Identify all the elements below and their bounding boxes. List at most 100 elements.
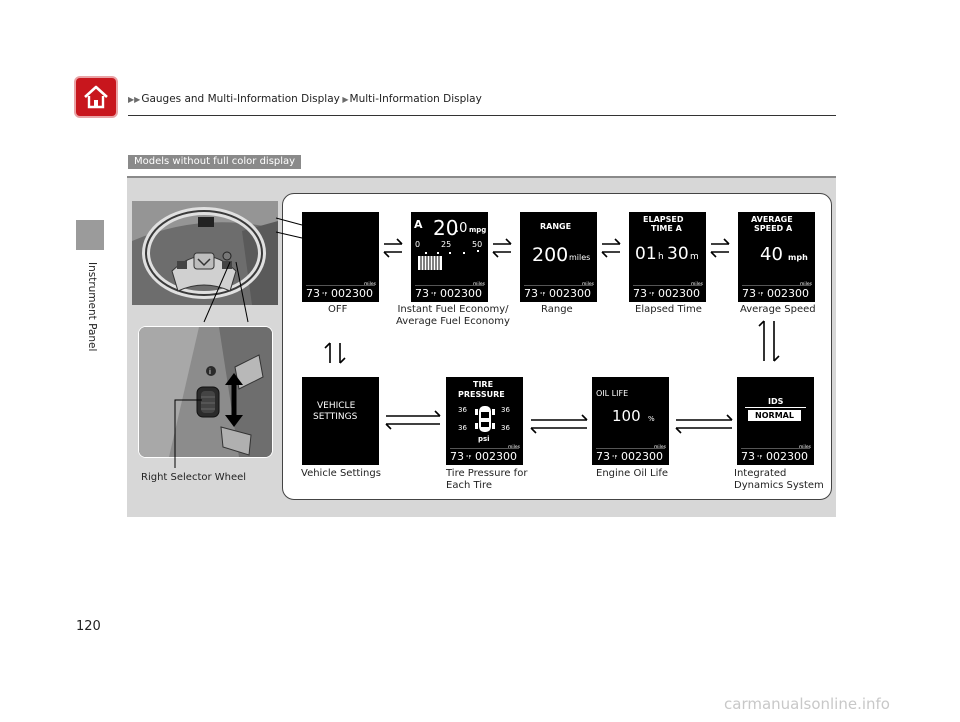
elapsed-h-unit: h (658, 252, 664, 262)
odometer-unit: miles (691, 282, 703, 287)
tire-title-1: TIRE (473, 380, 494, 389)
temp-unit: °F (540, 292, 546, 298)
odometer-readout: 73 °F 002300 miles (738, 282, 815, 300)
tire-fl: 36 (458, 406, 467, 414)
speed-value: 40 (760, 244, 783, 265)
odometer-unit: miles (364, 282, 376, 287)
temp-value: 73 (742, 287, 756, 300)
steering-wheel-illustration (132, 201, 278, 305)
caption-ids: Integrated Dynamics System (734, 468, 824, 492)
vertical-swap-arrows-icon (758, 320, 780, 362)
temp-value: 73 (450, 450, 464, 463)
caption-range: Range (541, 304, 573, 315)
odometer-readout: 73 °F 002300 miles (446, 445, 523, 463)
odometer-value: 002300 (440, 287, 482, 300)
fuel-value-dec: .0 (455, 221, 468, 236)
vehicle-title-2: SETTINGS (313, 412, 358, 422)
odometer-unit: miles (473, 282, 485, 287)
tire-rl: 36 (458, 424, 467, 432)
temp-value: 73 (596, 450, 610, 463)
speed-title-2: SPEED A (754, 224, 793, 233)
breadcrumb-link-mid[interactable]: Multi-Information Display (349, 93, 482, 105)
odometer-value: 002300 (621, 450, 663, 463)
odometer-unit: miles (582, 282, 594, 287)
swap-arrows-icon (675, 414, 733, 434)
temp-unit: °F (758, 292, 764, 298)
oil-value: 100 (612, 407, 641, 425)
swap-arrows-icon (383, 238, 403, 258)
elapsed-title-2: TIME A (651, 224, 682, 233)
temp-value: 73 (306, 287, 320, 300)
temp-unit: °F (431, 292, 437, 298)
fuel-trip-letter: A (414, 218, 423, 231)
oil-title: OIL LIFE (596, 389, 629, 398)
screen-tire-pressure: TIRE PRESSURE 36 36 36 36 psi 73 °F 0023… (446, 377, 523, 465)
temp-unit: °F (466, 455, 472, 461)
temp-value: 73 (415, 287, 429, 300)
fuel-value-int: 20 (433, 216, 459, 240)
elapsed-title-1: ELAPSED (643, 215, 684, 224)
tire-unit: psi (478, 435, 490, 443)
caption-tire: Tire Pressure for Each Tire (446, 468, 527, 492)
odometer-unit: miles (508, 445, 520, 450)
vertical-swap-arrows-icon (324, 342, 346, 364)
caption-fuel: Instant Fuel Economy/ Average Fuel Econo… (393, 304, 513, 328)
sidebar-section-label: Instrument Panel (86, 262, 98, 352)
breadcrumb-arrow-icon: ▶ (339, 95, 349, 104)
odometer-readout: 73 °F 002300 miles (520, 282, 597, 300)
odometer-value: 002300 (331, 287, 373, 300)
page-number: 120 (76, 619, 101, 634)
breadcrumb: ▶▶Gauges and Multi-Information Display ▶… (128, 93, 482, 105)
temp-value: 73 (741, 450, 755, 463)
odometer-readout: 73 °F 002300 miles (592, 445, 669, 463)
svg-text:i: i (209, 368, 211, 376)
temp-value: 73 (633, 287, 647, 300)
elapsed-m-unit: m (690, 252, 699, 262)
temp-unit: °F (757, 455, 763, 461)
temp-unit: °F (612, 455, 618, 461)
caption-elapsed: Elapsed Time (635, 304, 702, 315)
caption-oil: Engine Oil Life (596, 468, 669, 479)
odometer-readout: 73 °F 002300 miles (629, 282, 706, 300)
fuel-scale-50: 50 (472, 240, 483, 249)
odometer-value: 002300 (549, 287, 591, 300)
speed-title-1: AVERAGE (751, 215, 793, 224)
range-title: RANGE (540, 222, 572, 231)
car-top-icon (475, 406, 495, 432)
fuel-scale-25: 25 (441, 240, 452, 249)
screen-range: RANGE 200 miles 73 °F 002300 miles (520, 212, 597, 302)
swap-arrows-icon (601, 238, 621, 258)
watermark: carmanualsonline.info (724, 695, 890, 713)
home-icon (84, 85, 108, 109)
oil-unit: % (648, 415, 655, 423)
speed-unit: mph (788, 253, 808, 262)
temp-unit: °F (322, 292, 328, 298)
header-divider (128, 115, 836, 116)
tire-title-2: PRESSURE (458, 390, 505, 399)
caption-vehicle: Vehicle Settings (301, 468, 381, 479)
tire-fr: 36 (501, 406, 510, 414)
temp-unit: °F (649, 292, 655, 298)
fuel-unit: mpg (469, 226, 487, 234)
screen-oil-life: OIL LIFE 100 % 73 °F 002300 miles (592, 377, 669, 465)
elapsed-minutes: 30 (667, 244, 689, 264)
home-button[interactable] (76, 78, 116, 116)
caption-off: OFF (328, 304, 348, 315)
tire-rr: 36 (501, 424, 510, 432)
selector-wheel-label: Right Selector Wheel (141, 472, 247, 483)
range-unit: miles (569, 253, 591, 262)
caption-tire-line1: Tire Pressure for (446, 468, 528, 479)
swap-arrows-icon (385, 410, 441, 430)
ids-title: IDS (768, 397, 784, 406)
odometer-readout: 73 °F 002300 miles (737, 445, 814, 463)
swap-arrows-icon (492, 238, 512, 258)
odometer-readout: 73 °F 002300 miles (302, 282, 379, 300)
breadcrumb-link-gauges[interactable]: Gauges and Multi-Information Display (141, 93, 340, 105)
range-value: 200 (532, 244, 569, 266)
model-badge: Models without full color display (128, 155, 302, 169)
temp-value: 73 (524, 287, 538, 300)
sidebar-tab-marker[interactable] (76, 220, 104, 250)
swap-arrows-icon (710, 238, 730, 258)
swap-arrows-icon (530, 414, 588, 434)
odometer-value: 002300 (475, 450, 517, 463)
